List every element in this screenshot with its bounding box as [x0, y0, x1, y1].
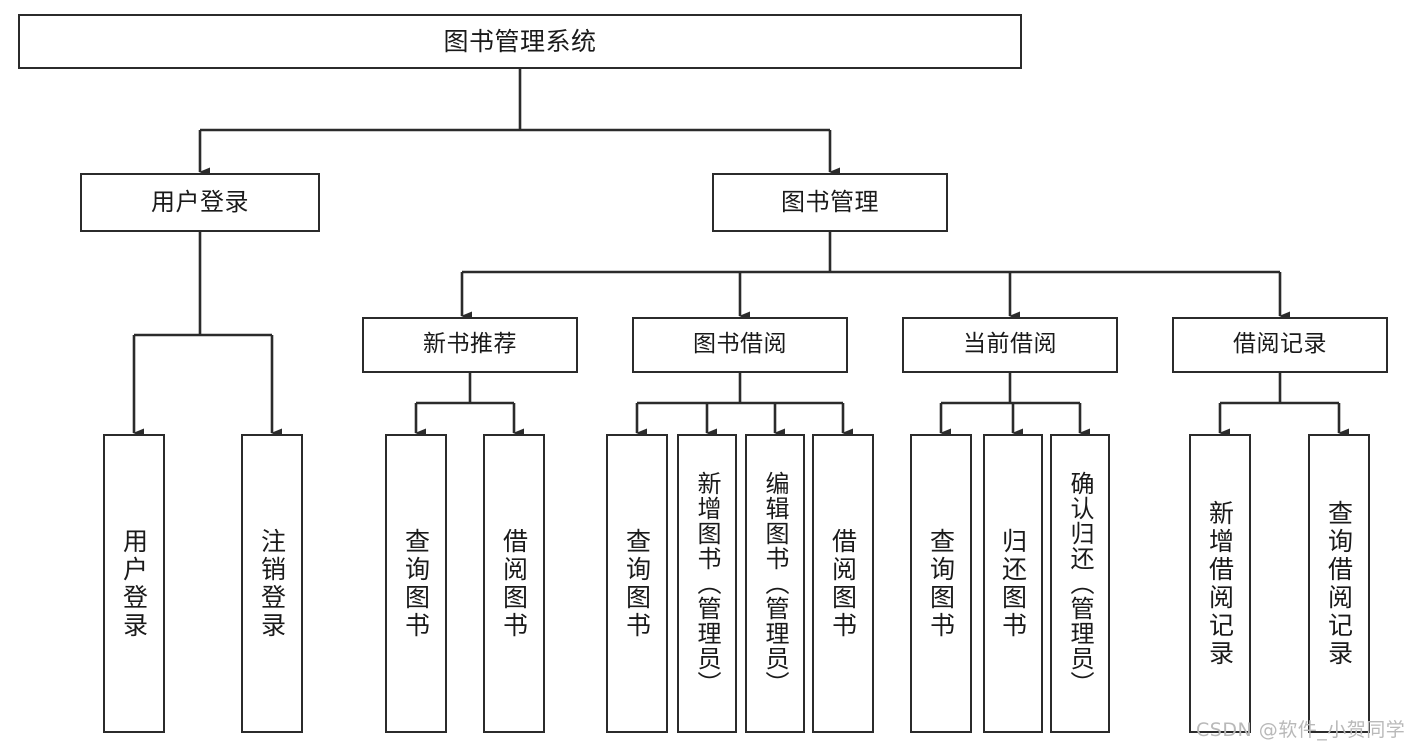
node-leaf-query-borrow-record[interactable]: 查询借阅记录 — [1308, 434, 1370, 733]
node-leaf-query-book-cur[interactable]: 查询图书 — [910, 434, 972, 733]
node-leaf-confirm-return-admin[interactable]: 确认归还（管理员） — [1050, 434, 1110, 733]
node-borrow-record-label: 借阅记录 — [1233, 331, 1327, 358]
node-leaf-edit-book-admin-label: 编辑图书（管理员） — [761, 471, 789, 696]
node-new-book-recommend-label: 新书推荐 — [423, 331, 517, 358]
node-leaf-add-book-admin-label: 新增图书（管理员） — [693, 471, 721, 696]
node-borrow-record[interactable]: 借阅记录 — [1172, 317, 1388, 373]
node-user-login[interactable]: 用户登录 — [80, 173, 320, 232]
node-leaf-add-borrow-record-label: 新增借阅记录 — [1205, 499, 1235, 668]
node-leaf-add-borrow-record[interactable]: 新增借阅记录 — [1189, 434, 1251, 733]
node-leaf-query-book-bor-label: 查询图书 — [622, 527, 652, 640]
node-book-manage-label: 图书管理 — [781, 188, 879, 217]
node-root[interactable]: 图书管理系统 — [18, 14, 1022, 69]
node-new-book-recommend[interactable]: 新书推荐 — [362, 317, 578, 373]
node-leaf-user-logout[interactable]: 注销登录 — [241, 434, 303, 733]
node-leaf-user-logout-label: 注销登录 — [257, 527, 287, 640]
node-leaf-add-book-admin[interactable]: 新增图书（管理员） — [677, 434, 737, 733]
csdn-watermark: CSDN @软件_小贺同学 — [1196, 719, 1405, 741]
node-root-label: 图书管理系统 — [443, 26, 597, 56]
node-leaf-user-login[interactable]: 用户登录 — [103, 434, 165, 733]
node-leaf-query-borrow-record-label: 查询借阅记录 — [1324, 499, 1354, 668]
node-leaf-query-book-bor[interactable]: 查询图书 — [606, 434, 668, 733]
node-current-borrow[interactable]: 当前借阅 — [902, 317, 1118, 373]
node-book-manage[interactable]: 图书管理 — [712, 173, 948, 232]
node-user-login-label: 用户登录 — [151, 188, 249, 217]
node-leaf-borrow-book-bor-label: 借阅图书 — [828, 527, 858, 640]
node-leaf-confirm-return-admin-label: 确认归还（管理员） — [1066, 471, 1094, 696]
node-book-borrow[interactable]: 图书借阅 — [632, 317, 848, 373]
node-leaf-user-login-label: 用户登录 — [119, 527, 149, 640]
node-leaf-borrow-book-rec-label: 借阅图书 — [499, 527, 529, 640]
node-current-borrow-label: 当前借阅 — [963, 331, 1057, 358]
node-leaf-borrow-book-rec[interactable]: 借阅图书 — [483, 434, 545, 733]
node-leaf-query-book-rec[interactable]: 查询图书 — [385, 434, 447, 733]
node-leaf-query-book-cur-label: 查询图书 — [926, 527, 956, 640]
node-book-borrow-label: 图书借阅 — [693, 331, 787, 358]
node-leaf-return-book-label: 归还图书 — [998, 527, 1028, 640]
connector-group — [132, 69, 1349, 438]
node-leaf-query-book-rec-label: 查询图书 — [401, 527, 431, 640]
node-leaf-edit-book-admin[interactable]: 编辑图书（管理员） — [745, 434, 805, 733]
node-leaf-return-book[interactable]: 归还图书 — [983, 434, 1043, 733]
node-leaf-borrow-book-bor[interactable]: 借阅图书 — [812, 434, 874, 733]
